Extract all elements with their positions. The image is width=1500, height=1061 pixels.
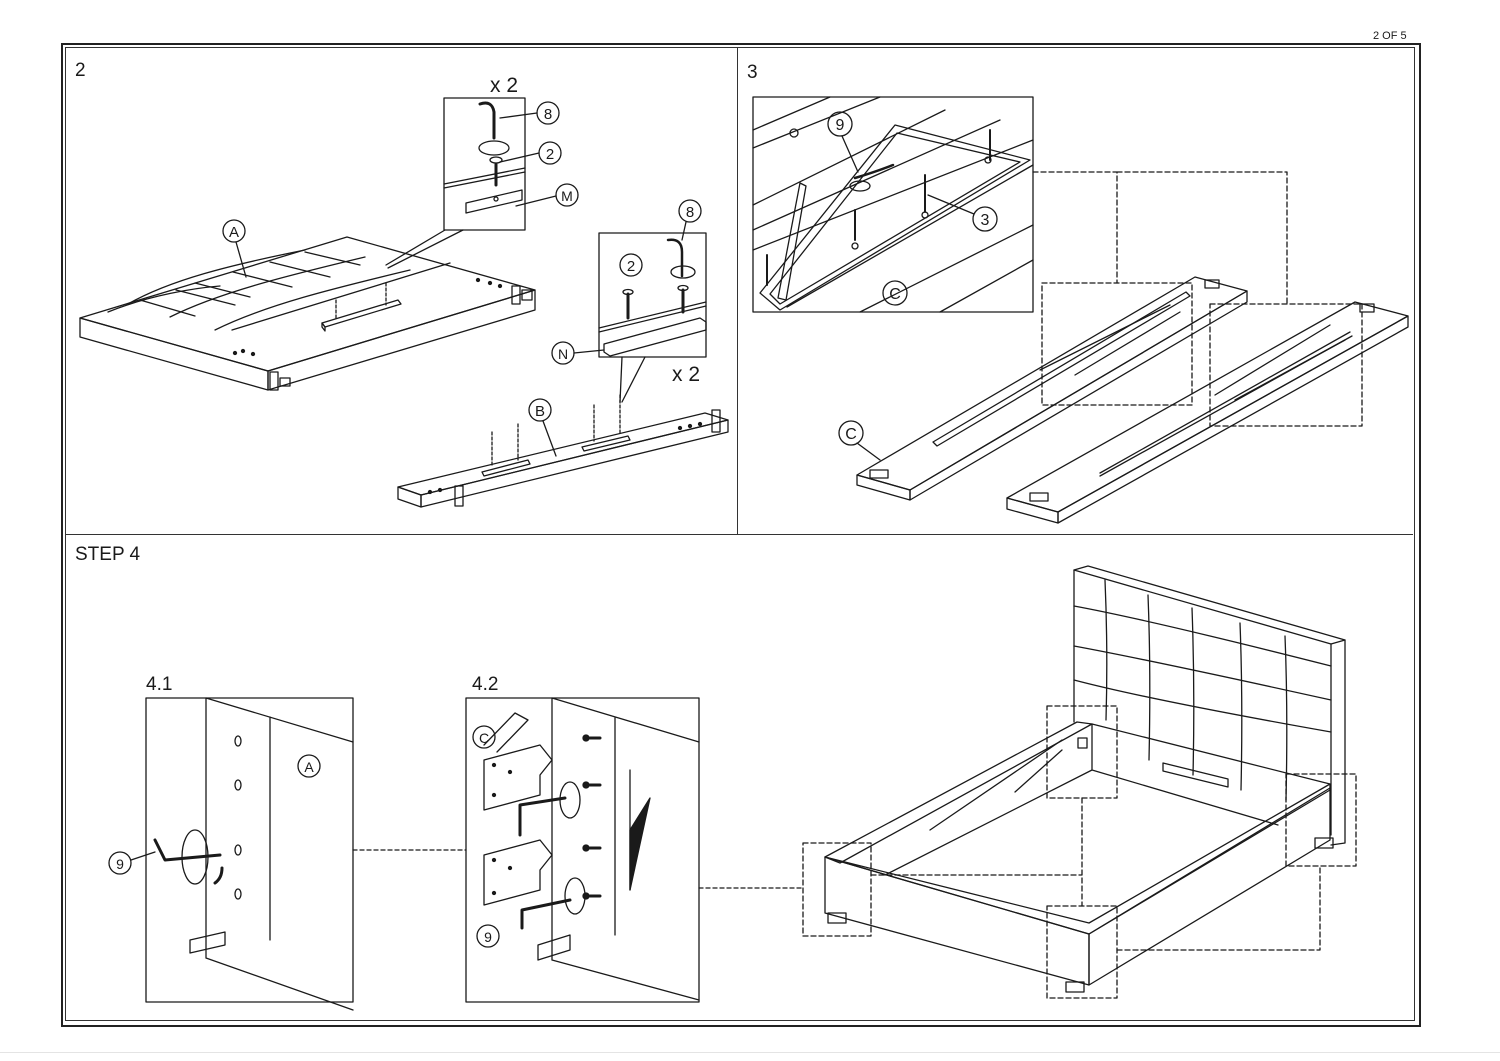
page-frame-inner	[65, 47, 1415, 1021]
callout-b: B	[535, 403, 545, 420]
inset-detail-m	[385, 97, 526, 269]
step-2-callouts	[222, 101, 702, 457]
callout-m: M	[561, 188, 573, 204]
callout-allen-key-8: 8	[544, 106, 552, 123]
side-rail-left	[856, 276, 1248, 501]
panel-divider-horizontal	[66, 534, 1413, 535]
callout-allen-key-9-4-1: 9	[116, 856, 124, 872]
callout-screw-3: 3	[981, 212, 990, 229]
bed-detail-leaders	[802, 705, 1357, 999]
callout-bolt-2: 2	[546, 146, 554, 163]
callout-a: A	[229, 224, 239, 241]
page-frame-outer	[61, 43, 1421, 1027]
step-4-2-illustration: C 9	[465, 697, 700, 1003]
page-indicator: 2 OF 5	[1373, 30, 1407, 42]
step-4-label: STEP 4	[75, 544, 141, 565]
callout-c-rail: C	[845, 426, 857, 443]
callout-allen-key-9-4-2: 9	[484, 929, 492, 945]
substep-4-2-label: 4.2	[472, 674, 499, 695]
callout-allen-key-8-second: 8	[686, 204, 694, 221]
step-2-illustration: A 8 2 M 8 2 N B x 2 x 2	[79, 74, 729, 508]
inset-detail-n	[598, 232, 707, 403]
callout-bolt-2-second: 2	[627, 258, 635, 275]
side-rail-right	[1006, 301, 1409, 524]
callout-allen-key-9: 9	[836, 117, 845, 134]
step-4-1-illustration: 9 A	[108, 697, 354, 1011]
scan-artifact-line	[0, 1052, 1500, 1053]
step-3-label: 3	[747, 62, 758, 83]
quantity-x2-bottom: x 2	[672, 363, 700, 386]
callout-c-4-2: C	[479, 730, 489, 746]
panel-divider-vertical	[737, 48, 738, 534]
quantity-x2-top: x 2	[490, 74, 518, 97]
callout-c-inset: C	[889, 286, 901, 303]
side-panel-b	[397, 394, 729, 508]
side-panel-a	[79, 236, 536, 391]
substep-4-1-label: 4.1	[146, 674, 173, 695]
step-2-label: 2	[75, 60, 86, 81]
callout-n: N	[558, 346, 568, 362]
assembled-bed-illustration	[802, 565, 1357, 999]
callout-a-4-1: A	[304, 759, 314, 775]
step-3-detail-leaders	[1032, 171, 1363, 427]
inset-detail-rail	[752, 96, 1034, 313]
step-3-illustration: 9 3 C C	[752, 96, 1409, 524]
